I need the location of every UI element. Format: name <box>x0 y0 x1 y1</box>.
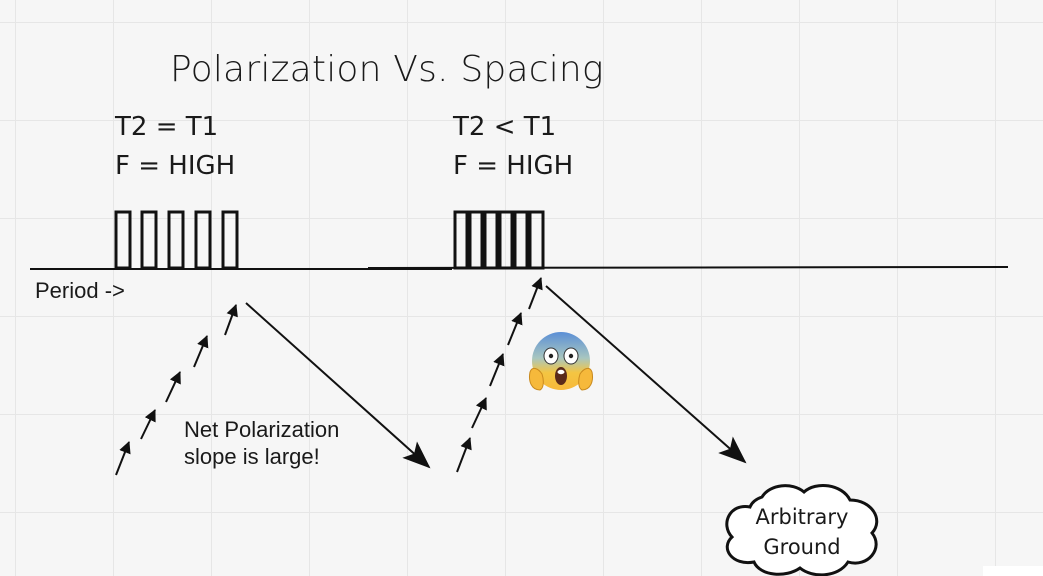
ground-cloud-label: Arbitrary Ground <box>755 505 849 559</box>
pulse <box>513 210 529 270</box>
pulse <box>140 210 158 270</box>
pulse <box>468 210 484 270</box>
rising-arrows-left <box>115 304 238 476</box>
falling-arrow-left <box>245 302 431 469</box>
corner-panel <box>983 566 1043 576</box>
pulse-train-even <box>114 210 239 270</box>
pulse-train-compressed <box>453 210 545 270</box>
period-axis-label: Period -> <box>35 278 125 303</box>
pulse <box>528 210 545 270</box>
left-condition-frequency: F = HIGH <box>115 151 236 181</box>
pulse <box>114 210 132 270</box>
pulse <box>194 210 212 270</box>
rising-arrows-right <box>456 277 543 473</box>
polarization-note: Net Polarization slope is large! <box>184 417 340 469</box>
pulse <box>167 210 185 270</box>
diagram-title: Polarization Vs. Spacing <box>170 49 604 90</box>
pulse <box>498 210 514 270</box>
pulse <box>453 210 469 270</box>
right-condition-spacing: T2 < T1 <box>453 112 557 142</box>
pulse <box>483 210 499 270</box>
right-condition-frequency: F = HIGH <box>453 151 574 181</box>
pulse <box>221 210 239 270</box>
left-condition-spacing: T2 = T1 <box>115 112 219 142</box>
falling-arrow-right <box>545 285 747 464</box>
ground-cloud-shape <box>725 483 879 576</box>
screaming-face-icon <box>529 332 593 391</box>
